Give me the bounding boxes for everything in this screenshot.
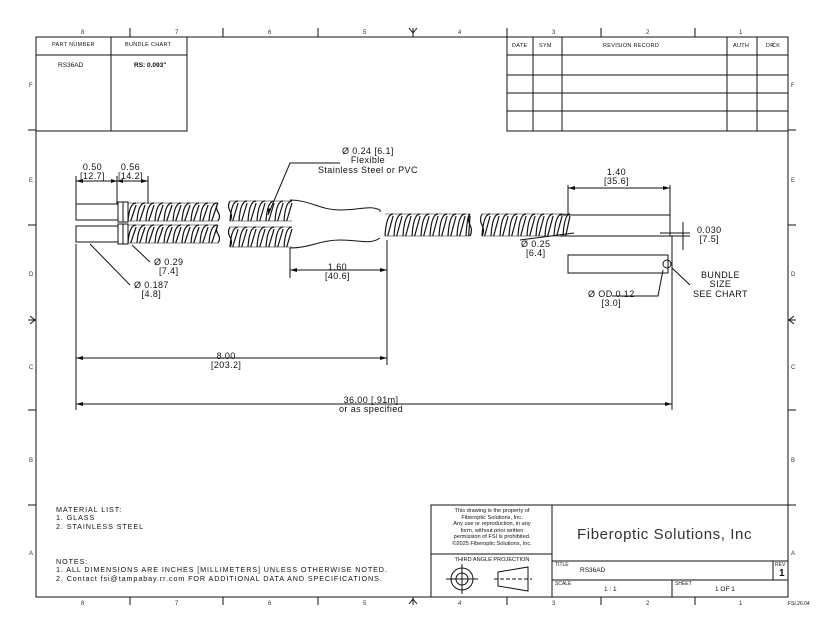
flexible-cable-coils — [127, 200, 571, 248]
zone-top-4: 4 — [458, 30, 462, 36]
zone-left-F: F — [29, 83, 33, 89]
doc-code: FSI.26.04 — [788, 601, 810, 607]
zone-bottom-2: 2 — [646, 601, 650, 607]
projection-label: THIRD ANGLE PROJECTION — [454, 557, 530, 563]
bundle-chart-header: BUNDLE CHART — [125, 42, 172, 48]
zone-top-7: 7 — [175, 30, 179, 36]
zone-top-3: 3 — [552, 30, 556, 36]
zone-bottom-8: 8 — [81, 601, 85, 607]
zone-bottom-6: 6 — [268, 601, 272, 607]
coil-lower-mid — [229, 226, 293, 248]
rev-sym-header: SYM — [539, 43, 552, 49]
dim-36-00: 36.00 [.91m]or as specified — [339, 395, 404, 415]
zone-left-B: B — [29, 458, 34, 464]
dim-1-40: 1.40[35.6] — [604, 167, 629, 187]
zone-bottom-5: 5 — [363, 601, 367, 607]
part-number-header: PART NUMBER — [52, 42, 95, 48]
sheet-label: SHEET — [675, 581, 692, 587]
zone-right-B: B — [791, 458, 796, 464]
part-number-value: RS36AD — [58, 62, 84, 69]
sheet-value: 1 OF 1 — [715, 586, 735, 593]
coil-upper-mid — [229, 200, 293, 222]
rev-record-header: REVISION RECORD — [603, 43, 660, 49]
bundle-face — [567, 254, 669, 274]
dim-1-60: 1.60[40.6] — [325, 262, 350, 282]
coil-trunk-mid — [384, 213, 471, 237]
rev-dr-header: DR — [766, 43, 775, 49]
dim-0-29: Ø 0.29[7.4] — [154, 257, 184, 277]
coil-lower-left — [127, 224, 218, 244]
rev-ck-header: CK — [772, 43, 781, 49]
tip-upper — [75, 203, 119, 221]
dim-0-030: 0.030[7.5] — [697, 225, 722, 245]
scale-value: 1 : 1 — [604, 586, 617, 593]
property-notice: This drawing is the property of Fiberopt… — [452, 508, 532, 547]
rev-date-header: DATE — [512, 43, 528, 49]
zone-right-D: D — [791, 272, 796, 278]
title-block — [430, 504, 789, 598]
title-label: TITLE — [555, 562, 569, 568]
dim-0-25: Ø 0.25[6.4] — [521, 239, 551, 259]
material-list: MATERIAL LIST: 1. GLASS 2. STAINLESS STE… — [56, 505, 144, 531]
zone-top-6: 6 — [268, 30, 272, 36]
dim-0-50: 0.50[12.7] — [80, 162, 105, 182]
zone-bottom-1: 1 — [739, 601, 743, 607]
coil-upper-left — [127, 202, 218, 222]
bundle-end — [560, 214, 671, 237]
zone-right-A: A — [791, 551, 796, 557]
zone-top-8: 8 — [81, 30, 85, 36]
company-name: Fiberoptic Solutions, Inc — [577, 526, 753, 543]
zone-top-5: 5 — [363, 30, 367, 36]
zone-bottom-7: 7 — [175, 601, 179, 607]
tip-lower — [75, 225, 119, 243]
coil-trunk-right — [481, 213, 571, 237]
zone-left-C: C — [29, 365, 34, 371]
rev-value: 1 — [779, 568, 785, 579]
rev-label: REV — [775, 562, 786, 568]
notes: NOTES: 1. ALL DIMENSIONS ARE INCHES [MIL… — [56, 557, 388, 583]
dim-0-56: 0.56[14.2] — [118, 162, 143, 182]
zone-top-1: 1 — [739, 30, 743, 36]
zone-right-F: F — [791, 83, 795, 89]
zone-left-D: D — [29, 272, 34, 278]
dim-od-0-12: Ø OD 0.12[3.0] — [588, 289, 635, 309]
scale-label: SCALE — [555, 581, 572, 587]
dim-8-00: 8.00[203.2] — [211, 351, 242, 371]
bundle-chart-value: RS: 0.093" — [134, 62, 167, 69]
zone-left-E: E — [29, 178, 34, 184]
zone-left-A: A — [29, 551, 34, 557]
rev-auth-header: AUTH — [733, 43, 750, 49]
zone-bottom-4: 4 — [458, 601, 462, 607]
revision-table — [506, 36, 789, 132]
zone-right-C: C — [791, 365, 796, 371]
zone-bottom-3: 3 — [552, 601, 556, 607]
zone-top-2: 2 — [646, 30, 650, 36]
zone-right-E: E — [791, 178, 796, 184]
drawing-border — [35, 36, 789, 598]
title-value: RS36AD — [580, 567, 606, 574]
dim-0-187: Ø 0.187[4.8] — [134, 280, 169, 300]
